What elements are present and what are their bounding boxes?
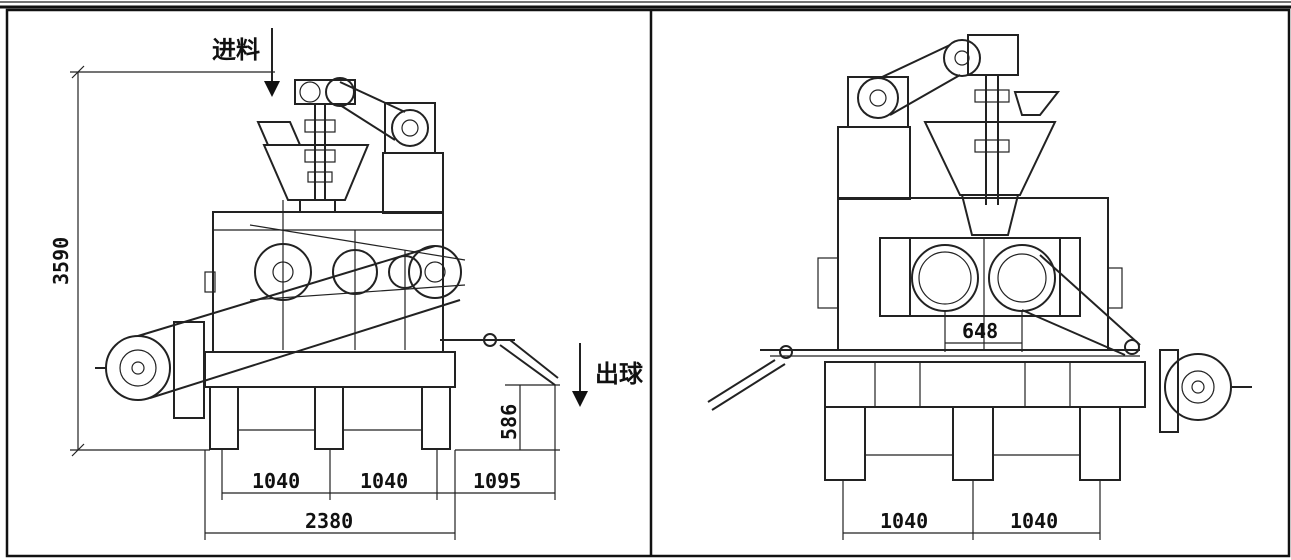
- feed-label: 进料: [212, 36, 260, 64]
- left-motor-housing: [382, 152, 444, 214]
- dim-height-base-label: 586: [497, 404, 521, 440]
- left-conveyor: [440, 333, 559, 386]
- right-belt-drive: [1021, 254, 1252, 433]
- dim-widths-left: 1040 1040 1095 2380: [204, 385, 556, 540]
- dim-width-seg3: 1095: [473, 469, 521, 493]
- dim-height-total: 3590: [49, 65, 275, 457]
- right-hopper: [923, 121, 1057, 236]
- left-drive-gearbox: [294, 77, 436, 200]
- right-conveyor: [707, 345, 1140, 411]
- dim-height-base: 586: [455, 384, 560, 451]
- left-base-frame: [204, 351, 456, 450]
- dim-roller-gap-label: 648: [962, 319, 998, 343]
- left-hopper: [256, 121, 370, 212]
- right-main-body: [817, 197, 1123, 351]
- dim-right-width-seg2: 1040: [1010, 509, 1058, 533]
- right-drive-gearbox: [847, 34, 1061, 205]
- right-view: 648: [707, 34, 1252, 540]
- dim-roller-gap: 648: [944, 310, 1023, 352]
- outlet-label: 出球: [595, 360, 644, 388]
- dim-height-total-label: 3590: [49, 237, 73, 285]
- dim-width-seg2: 1040: [360, 469, 408, 493]
- dim-width-total: 2380: [305, 509, 353, 533]
- right-base-frame: [824, 361, 1146, 481]
- dim-width-seg1: 1040: [252, 469, 300, 493]
- dim-widths-right: 1040 1040: [842, 480, 1101, 540]
- left-view: 进料: [49, 28, 644, 540]
- left-belt-drive: [95, 245, 461, 419]
- dim-right-width-seg1: 1040: [880, 509, 928, 533]
- right-motor-housing: [837, 126, 911, 200]
